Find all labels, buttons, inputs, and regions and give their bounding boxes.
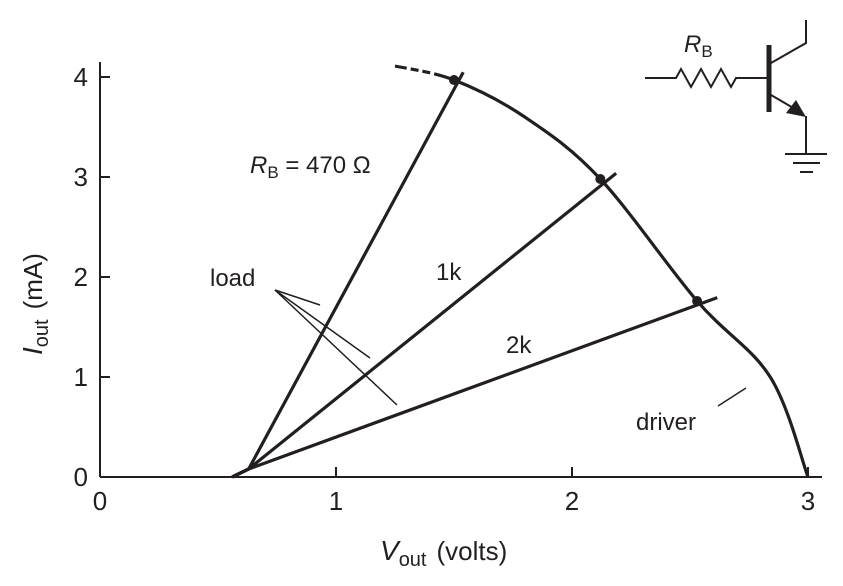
label-load: load <box>210 265 255 292</box>
y-axis-label: Iout(mA) <box>17 253 53 355</box>
load-line-RB=470 <box>231 71 465 479</box>
load-leader-lines <box>274 289 398 406</box>
x-tick-label: 0 <box>93 486 107 516</box>
y-tick-label: 0 <box>74 462 88 492</box>
collector-lead <box>770 20 807 64</box>
driver-leader-line <box>717 387 747 407</box>
resistor-icon <box>645 66 767 90</box>
x-axis-label: Vout(volts) <box>380 535 507 571</box>
rb-label: RB <box>684 31 713 61</box>
load-line-1k <box>231 171 618 479</box>
transistor-schematic: RB <box>645 20 827 173</box>
y-tick-label: 3 <box>74 162 88 192</box>
y-tick-label: 2 <box>74 262 88 292</box>
ground-icon <box>785 153 827 173</box>
load-line-2k <box>231 296 718 479</box>
emitter-arrow-icon <box>786 100 806 117</box>
y-tick-label: 1 <box>74 362 88 392</box>
label-rb-470: RB = 470 Ω <box>250 152 371 182</box>
x-tick-label: 1 <box>329 486 343 516</box>
y-tick-label: 4 <box>74 62 88 92</box>
axes <box>99 62 822 478</box>
x-tick-label: 2 <box>565 486 579 516</box>
label-2k: 2k <box>506 332 532 359</box>
label-driver: driver <box>636 409 696 436</box>
x-tick-label: 3 <box>801 486 815 516</box>
label-1k: 1k <box>436 259 462 286</box>
driver-curve <box>394 64 810 478</box>
